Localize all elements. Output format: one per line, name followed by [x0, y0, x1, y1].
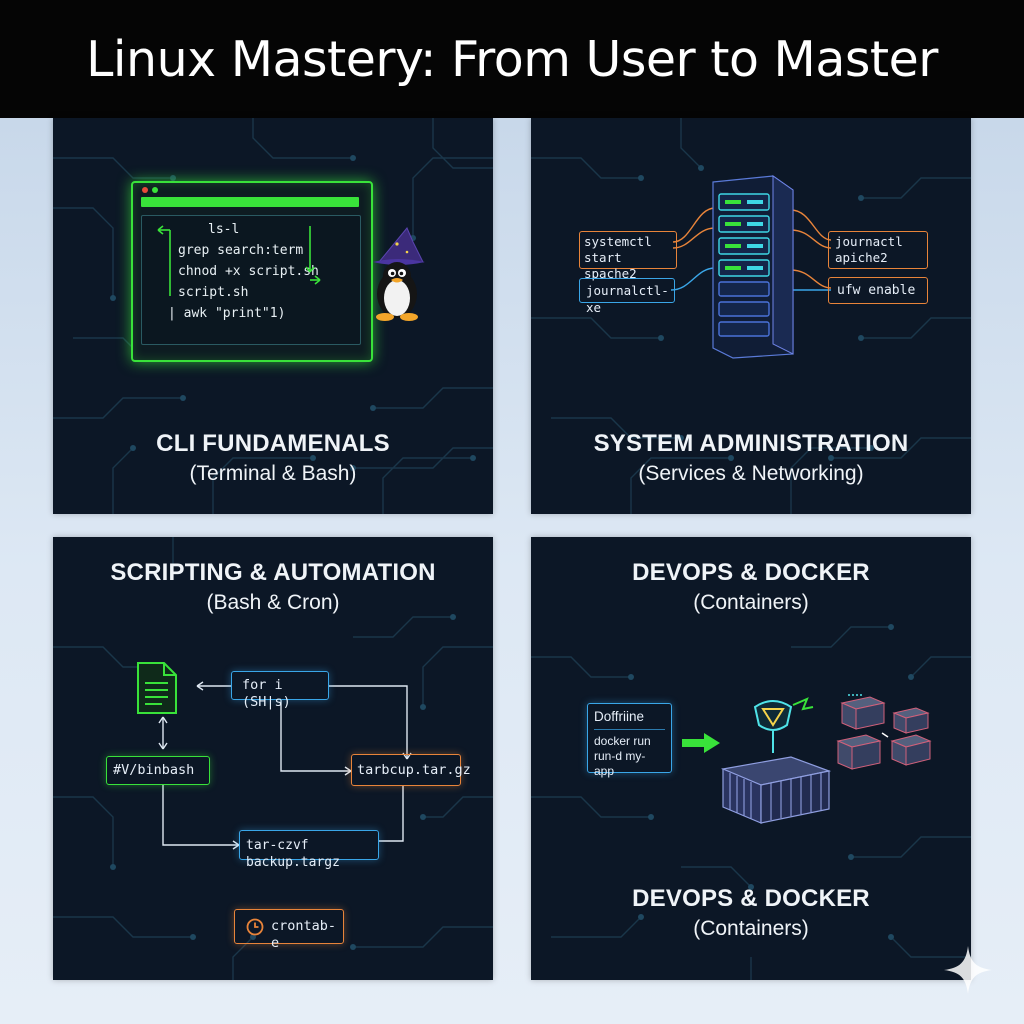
- for-loop-text: for i (SH|s): [242, 677, 291, 710]
- panel-cli: ls-l grep search:term chnod +x script.sh…: [53, 118, 493, 514]
- cli-heading: CLI FUNDAMENALS: [156, 430, 390, 457]
- scripting-caption: SCRIPTING & AUTOMATION (Bash & Cron): [53, 559, 493, 615]
- sysadmin-caption: SYSTEM ADMINISTRATION (Services & Networ…: [531, 430, 971, 486]
- shebang-text: #V/binbash: [113, 762, 195, 778]
- circuit-background: [53, 537, 493, 980]
- title-bar: Linux Mastery: From User to Master: [0, 0, 1024, 118]
- tar-output-text: tarbcup.tar.gz: [357, 762, 471, 778]
- clock-icon: [246, 918, 264, 936]
- arrow-right-icon: [682, 733, 720, 753]
- dockerfile-line2: run-d my-app: [594, 749, 646, 778]
- dockerfile-line1: docker run: [594, 734, 651, 748]
- journalctl-xe-text: journalctl-xe: [586, 283, 669, 315]
- systemctl-box: systemctl start spache2: [579, 231, 677, 281]
- dockerfile-divider: [594, 729, 665, 730]
- server-rack-icon: [712, 175, 794, 359]
- flow-arrows: [158, 681, 412, 850]
- for-loop-box: for i (SH|s): [231, 671, 329, 710]
- journalctl-box: journactl apiche2: [828, 231, 928, 269]
- docker-container-icon: [720, 697, 832, 824]
- terminal-window: ls-l grep search:term chnod +x script.sh…: [131, 181, 373, 362]
- journalctl-line2: apiche2: [835, 250, 888, 265]
- devops-subheading-bottom: (Containers): [693, 917, 809, 940]
- journalctl-xe-box: journalctl-xe: [579, 278, 675, 315]
- pipe-arrows: [157, 225, 321, 296]
- shebang-box: #V/binbash: [106, 756, 210, 785]
- scripting-subheading: (Bash & Cron): [206, 591, 340, 614]
- ufw-text: ufw enable: [837, 283, 916, 298]
- terminal-line-2: grep search:term: [178, 243, 304, 258]
- terminal-line-4: script.sh: [178, 285, 249, 300]
- window-dot-green: [152, 187, 158, 193]
- document-icon: [137, 662, 177, 714]
- systemctl-line2: spache2: [584, 266, 637, 281]
- devops-heading-top: DEVOPS & DOCKER: [632, 559, 870, 586]
- devops-caption-top: DEVOPS & DOCKER (Containers): [531, 559, 971, 615]
- cli-caption: CLI FUNDAMENALS (Terminal & Bash): [53, 430, 493, 486]
- panel-scripting: for i (SH|s) #V/binbash tarbcup.tar.gz t…: [53, 537, 493, 980]
- devops-caption-bottom: DEVOPS & DOCKER (Containers): [531, 885, 971, 941]
- systemctl-line1: systemctl start: [584, 234, 652, 265]
- window-dot-red: [142, 187, 148, 193]
- sysadmin-heading: SYSTEM ADMINISTRATION: [593, 430, 909, 457]
- dockerfile-box: Doffriine docker run run-d my-app: [587, 703, 672, 778]
- terminal-title-bar: [141, 197, 359, 207]
- sysadmin-subheading: (Services & Networking): [638, 462, 864, 485]
- panel-sysadmin: systemctl start spache2 journalctl-xe jo…: [531, 118, 971, 514]
- panel-devops: Doffriine docker run run-d my-app DEV: [531, 537, 971, 980]
- container-cluster-icon: [836, 694, 932, 770]
- scripting-heading: SCRIPTING & AUTOMATION: [110, 559, 436, 586]
- tar-cmd-box: tar-czvf backup.targz: [239, 830, 379, 870]
- devops-heading-bottom: DEVOPS & DOCKER: [632, 885, 870, 912]
- cli-subheading: (Terminal & Bash): [189, 462, 357, 485]
- service-connections: [670, 207, 832, 291]
- dockerfile-title: Doffriine: [594, 709, 645, 724]
- circuit-background: [531, 624, 971, 980]
- devops-subheading-top: (Containers): [693, 591, 809, 614]
- journalctl-line1: journactl: [835, 234, 903, 249]
- terminal-line-1: ls-l: [208, 222, 240, 237]
- sparkle-icon: [944, 946, 992, 994]
- terminal-line-5: | awk "print"1): [168, 306, 286, 321]
- terminal-screen: ls-l grep search:term chnod +x script.sh…: [141, 215, 361, 345]
- page-title: Linux Mastery: From User to Master: [86, 30, 938, 88]
- crontab-text: crontab-e: [271, 918, 337, 951]
- ufw-box: ufw enable: [828, 277, 928, 304]
- terminal-line-3: chnod +x script.sh: [178, 264, 319, 279]
- crontab-box: crontab-e: [234, 909, 344, 951]
- circuit-background: [531, 118, 971, 514]
- tux-penguin-icon: [373, 227, 425, 321]
- tar-output-box: tarbcup.tar.gz: [351, 754, 471, 786]
- tar-cmd-text: tar-czvf backup.targz: [246, 838, 340, 870]
